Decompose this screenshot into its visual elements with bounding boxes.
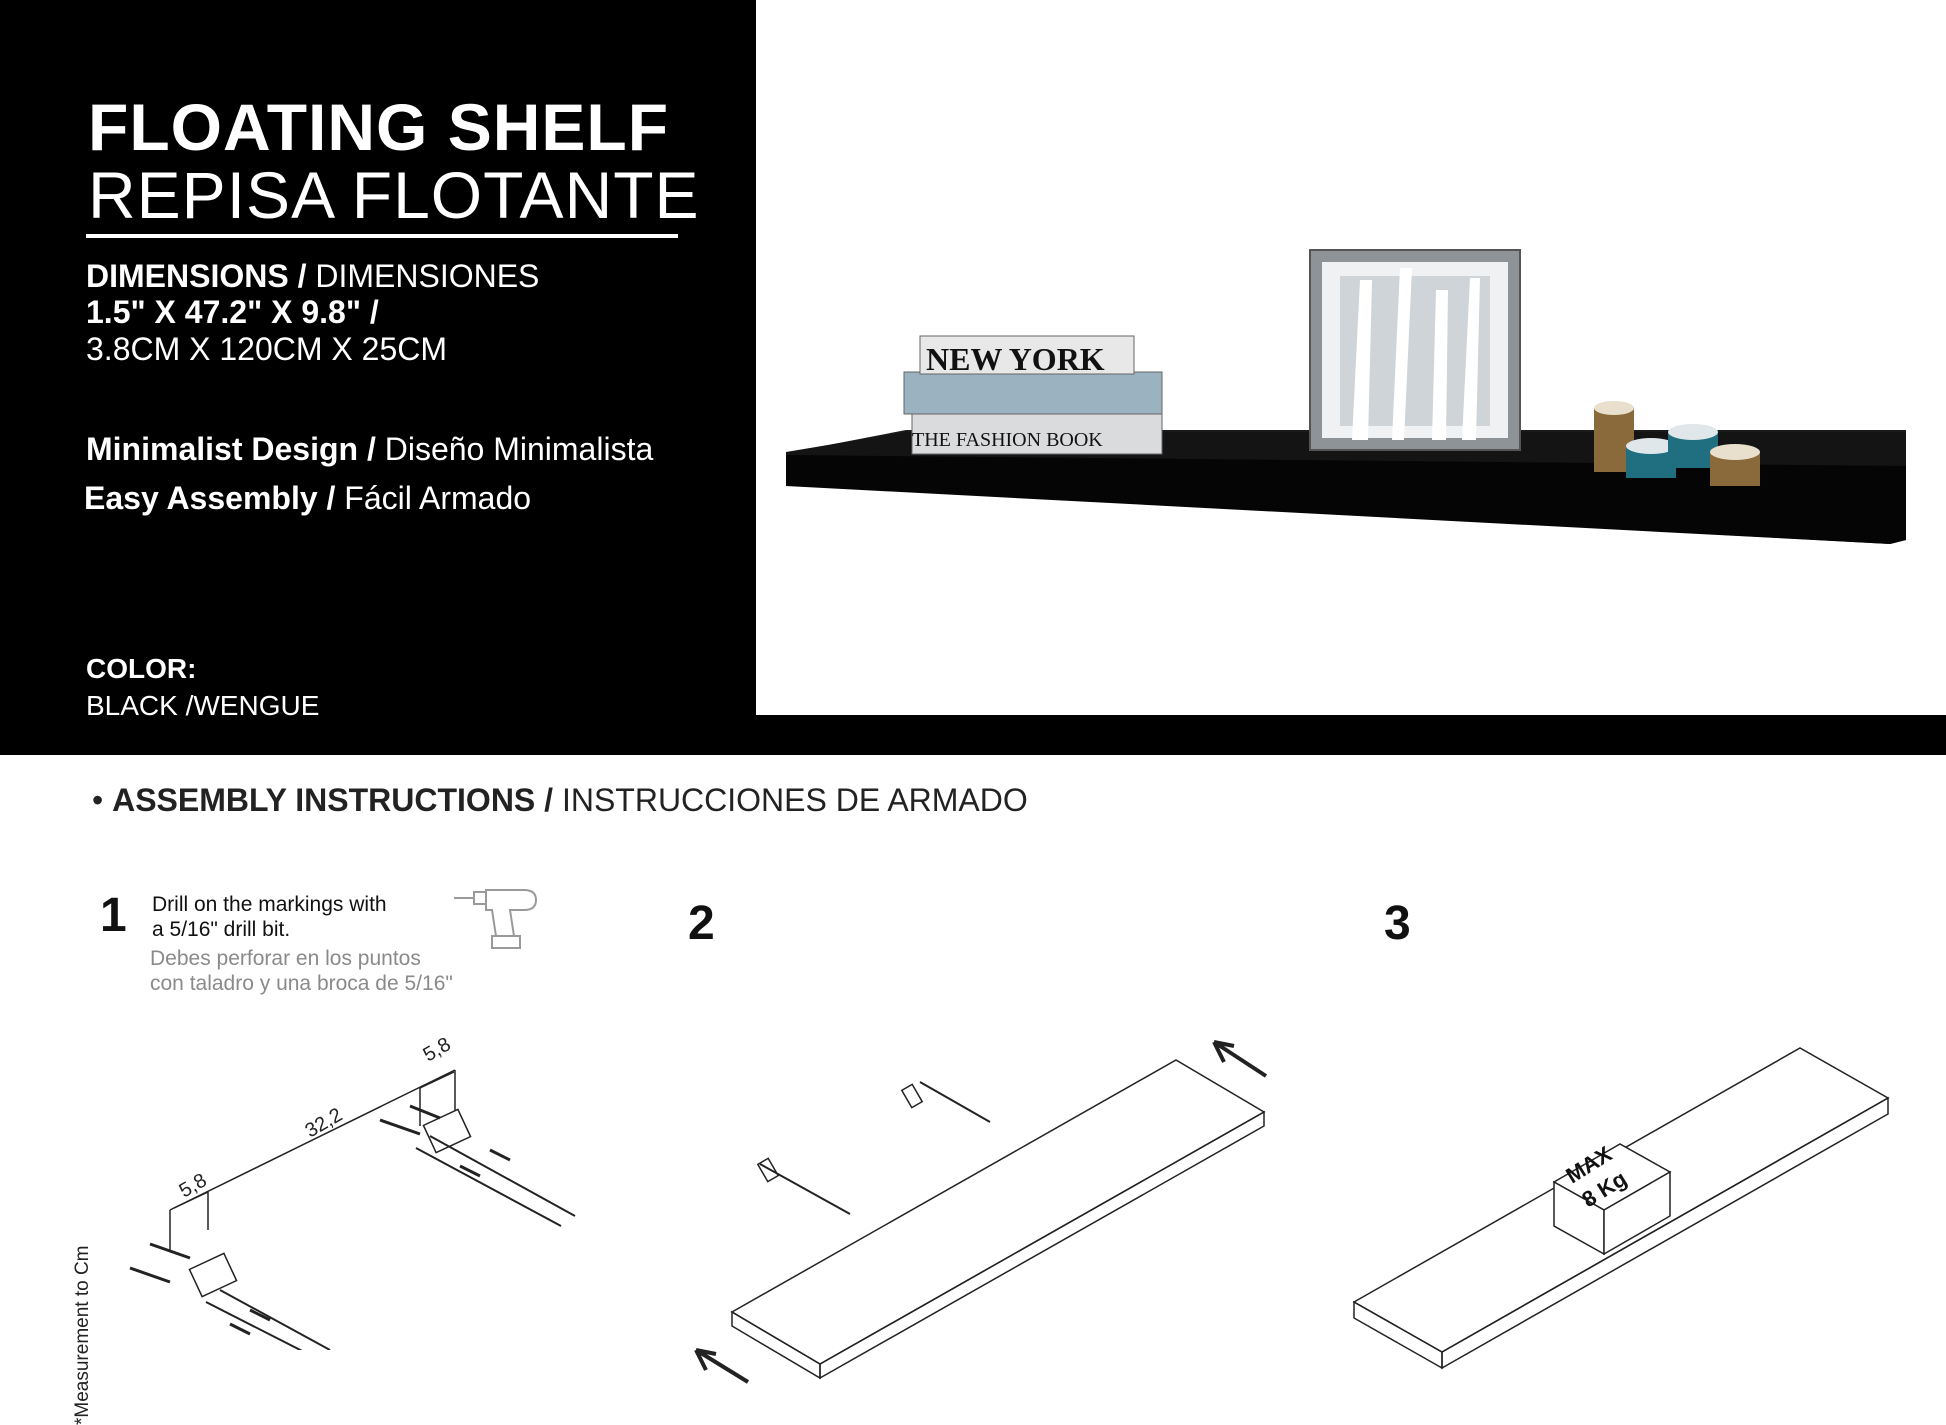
book-top — [919, 335, 1135, 375]
dimensions-heading: DIMENSIONS / DIMENSIONES — [86, 258, 539, 294]
book-stack: NEW YORK THE FASHION BOOK — [903, 335, 1163, 455]
step2-number: 2 — [688, 897, 715, 950]
feature2-en: Easy Assembly — [84, 480, 318, 516]
book-middle — [903, 371, 1163, 415]
measurement-note: *Measurement to Cm — [72, 1245, 93, 1425]
dimensions-inches: 1.5" X 47.2" X 9.8" / — [86, 294, 379, 330]
product-photo: NEW YORK THE FASHION BOOK — [756, 0, 1946, 715]
color-label-text: COLOR: — [86, 653, 197, 684]
feature2-sep: / — [317, 480, 345, 516]
dimensions-label-en: DIMENSIONS — [86, 258, 289, 294]
color-label: COLOR: — [86, 651, 196, 687]
title-divider — [86, 234, 678, 238]
arrow-bottom-left-icon — [694, 1348, 750, 1384]
feature2-es: Fácil Armado — [344, 480, 532, 516]
picture-frame — [1309, 249, 1521, 451]
dimensions-label-es: DIMENSIONES — [315, 258, 540, 294]
product-info-panel — [0, 0, 756, 755]
decor-blocks — [1594, 401, 1760, 486]
arrow-top-right-icon — [1212, 1040, 1268, 1078]
feature1-sep: / — [358, 431, 385, 467]
product-title-es: REPISA FLOTANTE — [88, 158, 700, 232]
weight-box-right — [1603, 1170, 1671, 1256]
dim-left-label: 5,8 — [176, 1169, 211, 1202]
instructions-title-es: INSTRUCCIONES DE ARMADO — [561, 782, 1028, 818]
shelf-illustration: NEW YORK THE FASHION BOOK — [786, 249, 1906, 544]
dimension-line — [169, 1069, 456, 1211]
dim-right-label: 5,8 — [420, 1033, 455, 1066]
shelf-outline-front — [731, 1310, 821, 1380]
instructions-title-en: ASSEMBLY INSTRUCTIONS — [112, 782, 536, 818]
feature-assembly: Easy Assembly / Fácil Armado — [84, 480, 531, 516]
feature1-es: Diseño Minimalista — [384, 431, 654, 467]
shelf-outline-front-3 — [1353, 1300, 1443, 1370]
panel-bottom-strip — [756, 715, 1946, 755]
dimensions-cm: 3.8CM X 120CM X 25CM — [86, 331, 448, 367]
drill-icon — [454, 889, 538, 949]
dimensions-sep: / — [288, 258, 316, 294]
step3-number: 3 — [1384, 897, 1411, 950]
color-value: BLACK /WENGUE — [86, 690, 320, 721]
step1-text-es: Debes perforar en los puntos con taladro… — [150, 947, 453, 995]
dimensions-inches-value: 1.5" X 47.2" X 9.8" / — [86, 294, 379, 330]
shelf-outline-top — [730, 1059, 1266, 1365]
bullet: • — [92, 782, 113, 818]
assembly-instructions-heading: • ASSEMBLY INSTRUCTIONS / INSTRUCCIONES … — [92, 780, 1028, 820]
step1-number: 1 — [100, 889, 127, 942]
feature1-en: Minimalist Design — [86, 431, 359, 467]
book-bottom-title: THE FASHION BOOK — [912, 429, 1103, 451]
instructions-title-sep: / — [535, 782, 562, 818]
dim-middle-label: 32,2 — [302, 1104, 347, 1143]
step2-diagram — [694, 1040, 1268, 1384]
book-top-title: NEW YORK — [926, 341, 1105, 377]
step1-text-en: Drill on the markings with a 5/16" drill… — [152, 893, 387, 941]
feature-minimalist: Minimalist Design / Diseño Minimalista — [86, 431, 653, 467]
shelf-outline-side — [819, 1110, 1265, 1380]
product-title-en: FLOATING SHELF — [88, 90, 670, 164]
step1-diagram: 5,8 32,2 5,8 — [129, 1033, 576, 1350]
step3-diagram: MAX 8 Kg — [1352, 1047, 1890, 1370]
shelf-outline-side-3 — [1441, 1096, 1889, 1370]
book-bottom — [911, 411, 1163, 455]
